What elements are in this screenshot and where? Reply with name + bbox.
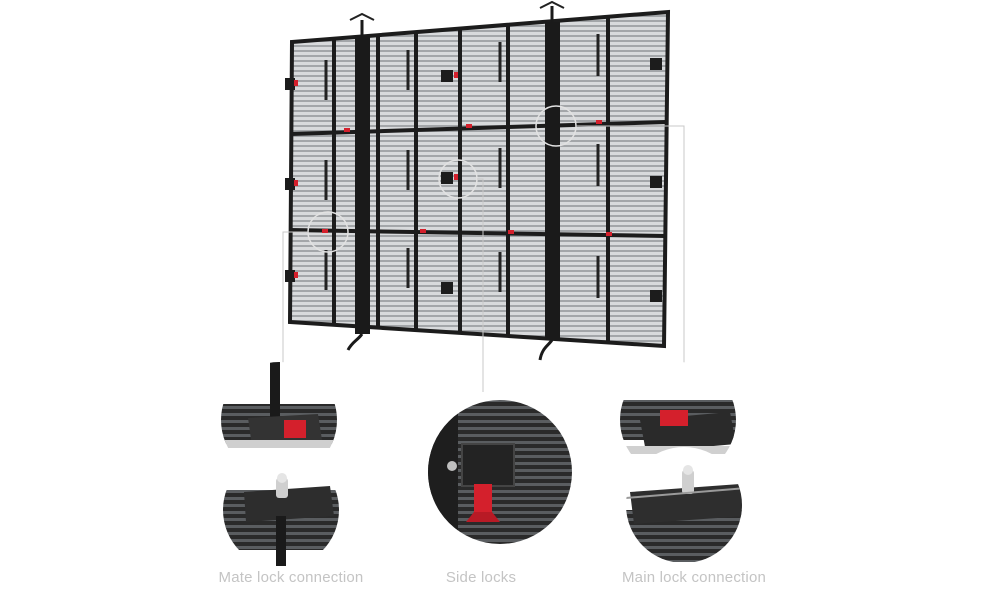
caption-side-locks: Side locks	[445, 569, 517, 586]
main-lock-detail	[620, 362, 742, 563]
side-locks-detail	[428, 400, 572, 544]
support-bar-left	[346, 12, 375, 351]
led-wall	[282, 0, 685, 392]
caption-main-lock: Main lock connection	[621, 569, 767, 586]
mate-lock-detail	[221, 362, 339, 568]
caption-mate-lock: Mate lock connection	[218, 569, 364, 586]
support-bar-right	[538, 0, 565, 361]
